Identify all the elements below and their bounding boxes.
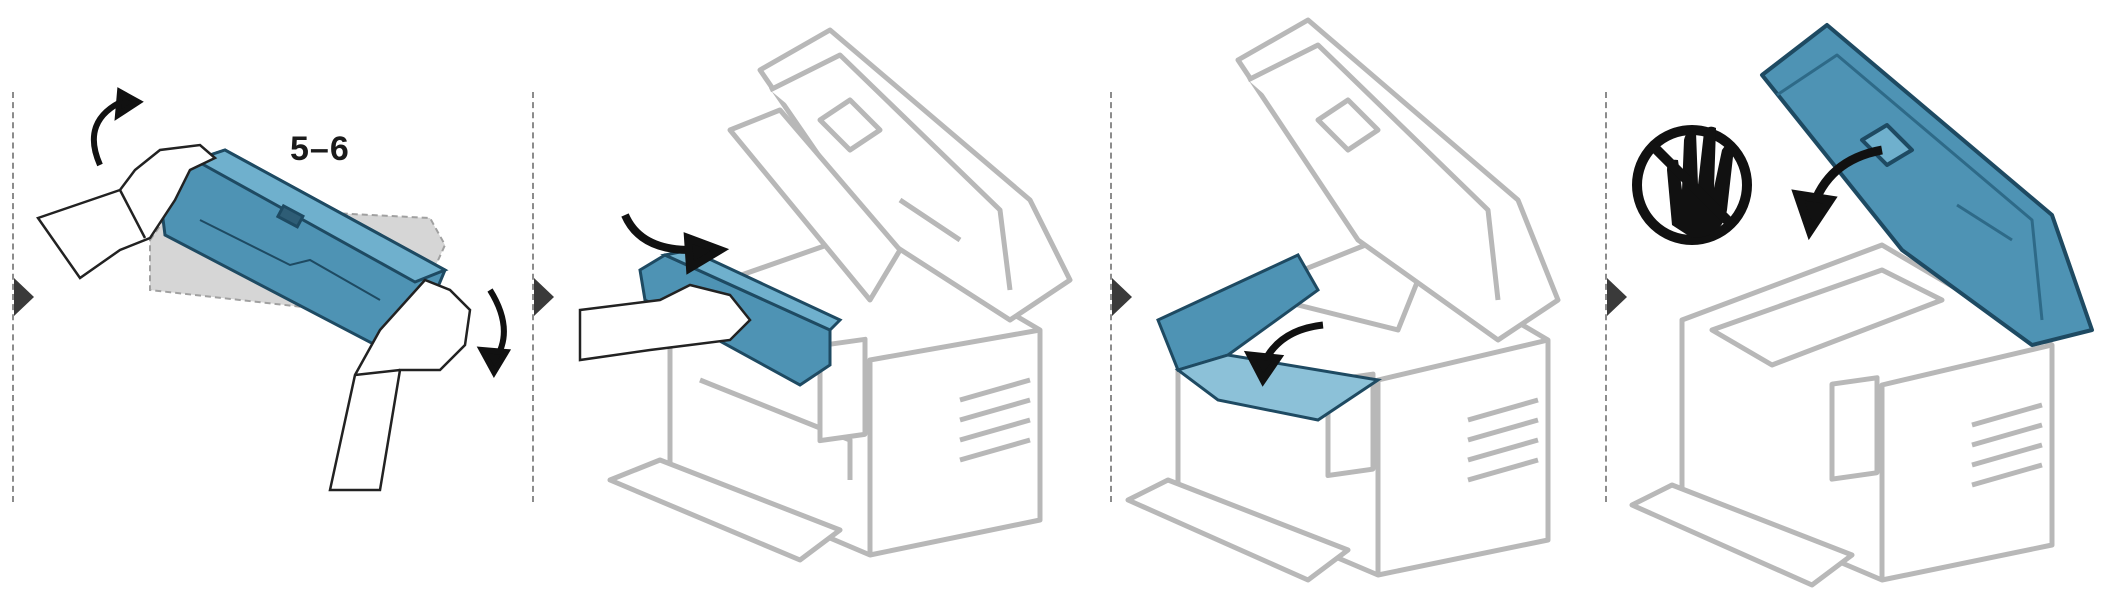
- step-divider-1: [12, 92, 14, 502]
- printer-body: [1629, 242, 2055, 588]
- step-4-panel: [1612, 0, 2107, 604]
- step-divider-4: [1605, 92, 1607, 502]
- right-hand: [328, 278, 472, 492]
- step-1-panel: 5–6: [0, 0, 530, 604]
- close-inner-cover-illustration: [1125, 17, 1561, 583]
- step-divider-2: [532, 92, 534, 502]
- close-top-lid-illustration: [1629, 23, 2094, 588]
- step-arrow-3: [1112, 278, 1132, 316]
- shake-count-label: 5–6: [290, 130, 350, 168]
- hand: [578, 283, 752, 362]
- shake-cartridge-illustration: [36, 87, 512, 492]
- step-arrow-1: [14, 278, 34, 316]
- rotate-arrow-bottom: [476, 288, 512, 379]
- step-2-panel: [540, 0, 1100, 604]
- step-arrow-4: [1607, 278, 1627, 316]
- printer-open-lid: [727, 27, 1073, 323]
- printer-open-lid: [1235, 17, 1561, 343]
- close-arrow: [1791, 145, 1883, 241]
- close-arrow: [1243, 321, 1324, 387]
- left-hand: [36, 143, 218, 280]
- rotate-arrow-top: [90, 87, 144, 167]
- insert-arrow: [621, 213, 730, 275]
- insert-cartridge-illustration: [578, 27, 1073, 563]
- no-touch-hand-icon: [1632, 125, 1752, 245]
- step-divider-3: [1110, 92, 1112, 502]
- inner-cover: [1156, 253, 1382, 422]
- step-arrow-2: [534, 278, 554, 316]
- step-3-panel: [1118, 0, 1598, 604]
- top-lid: [1760, 23, 2094, 347]
